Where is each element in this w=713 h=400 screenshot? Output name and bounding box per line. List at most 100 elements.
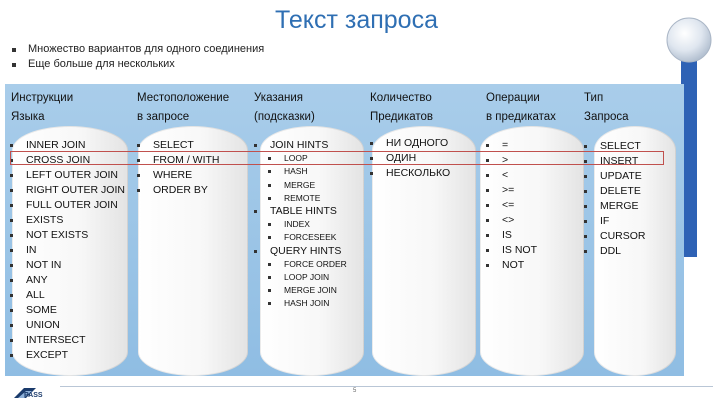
item-text: LOOP JOIN [284,271,330,282]
list-subitem: HASH JOIN [254,297,347,310]
list-item: НИ ОДНОГО [370,136,450,151]
bullet-icon [584,160,587,163]
list-subitem: HASH [254,165,347,178]
list-item: НЕСКОЛЬКО [370,166,450,181]
item-text: ORDER BY [153,184,208,196]
list-subitem: REMOTE [254,192,347,205]
item-text: FORCE ORDER [284,258,347,269]
bullet-icon [486,219,489,222]
list-subitem: LOOP JOIN [254,271,347,284]
column-header: Операции в предикатах [486,89,556,127]
item-text: DDL [600,245,622,257]
bullet-icon [137,189,140,192]
list-item: JOIN HINTS [254,139,347,152]
cylinder-shape [260,126,364,376]
bullet-text: Множество вариантов для одного соединени… [28,43,265,55]
bullet-icon [10,354,13,357]
item-text: EXCEPT [26,349,69,361]
list-subitem: MERGE JOIN [254,284,347,297]
bullet-icon [10,204,13,207]
bullet-text: Еще больше для нескольких [28,58,175,70]
predicate-operators-list: = > < >= <= <> IS IS NOT NOT [486,138,537,273]
list-item: NOT [486,258,537,273]
bullet-icon [584,220,587,223]
language-statements-list: INNER JOIN CROSS JOIN LEFT OUTER JOIN RI… [10,138,125,363]
pass-logo-icon [14,388,36,398]
bullet-icon [584,235,587,238]
bullet-icon [10,249,13,252]
bullet-icon [10,219,13,222]
bullet-icon [10,309,13,312]
footer-divider [60,386,713,387]
item-text: LOOP [284,153,308,164]
bullet-icon [486,174,489,177]
cylinder-shape [138,126,248,376]
bullet-icon [268,302,271,306]
item-text: SELECT [600,140,641,152]
list-item: SOME [10,303,125,318]
list-item: DDL [584,244,646,259]
bullet-icon [268,223,271,227]
bullet-icon [10,324,13,327]
bullet-list: Множество вариантов для одного соединени… [12,42,264,72]
scroll-decoration [666,17,712,257]
bullet-icon [370,157,373,160]
item-text: < [502,169,509,181]
item-text: UPDATE [600,170,642,182]
slide-title: Текст запроса [274,6,438,34]
item-text: QUERY HINTS [270,244,342,257]
item-text: INTERSECT [26,334,86,346]
list-item: NOT IN [10,258,125,273]
bullet-icon [10,279,13,282]
list-item: UNION [10,318,125,333]
bullet-icon [486,234,489,237]
slide-footer: PASS 5 [0,384,713,400]
header-line: Запроса [584,111,629,123]
list-item: DELETE [584,184,646,199]
item-text: CROSS JOIN [26,154,91,166]
item-text: НЕСКОЛЬКО [386,167,451,179]
list-item: NOT EXISTS [10,228,125,243]
page-number: 5 [353,388,357,394]
item-text: ANY [26,274,48,286]
bullet-icon [370,172,373,175]
list-item: EXCEPT [10,348,125,363]
bullet-icon [486,189,489,192]
header-line: Тип [584,92,604,104]
list-item: SELECT [584,139,646,154]
header-line: (подсказки) [254,111,315,123]
header-line: Указания [254,92,304,104]
list-item: = [486,138,537,153]
item-text: NOT EXISTS [26,229,89,241]
item-text: ОДИН [386,152,417,164]
header-line: Предикатов [370,111,434,123]
item-text: IF [600,215,610,227]
bullet-icon [584,175,587,178]
bullet-icon [268,236,271,240]
list-item: ANY [10,273,125,288]
bullet-icon [254,144,257,148]
bullet-icon [137,174,140,177]
header-line: Языка [11,111,45,123]
bullet-icon [268,170,271,174]
item-text: NOT [502,259,525,271]
column-header: Местоположение в запросе [137,89,229,127]
item-text: MERGE [284,179,316,190]
item-text: JOIN HINTS [270,139,329,151]
bullet-icon [584,145,587,148]
item-text: NOT IN [26,259,62,271]
list-item: INNER JOIN [10,138,125,153]
item-text: FROM / WITH [153,154,220,166]
query-type-list: SELECT INSERT UPDATE DELETE MERGE IF CUR… [584,139,646,259]
item-text: WHERE [153,169,193,181]
bullet-icon [370,142,373,145]
list-subitem: INDEX [254,218,347,231]
list-subitem: LOOP [254,152,347,165]
bullet-icon [12,47,16,52]
item-text: CURSOR [600,230,646,242]
bullet-icon [10,294,13,297]
item-text: <= [502,199,515,211]
bullet-icon [10,339,13,342]
item-text: TABLE HINTS [270,204,337,217]
bullet-item: Множество вариантов для одного соединени… [12,42,264,57]
